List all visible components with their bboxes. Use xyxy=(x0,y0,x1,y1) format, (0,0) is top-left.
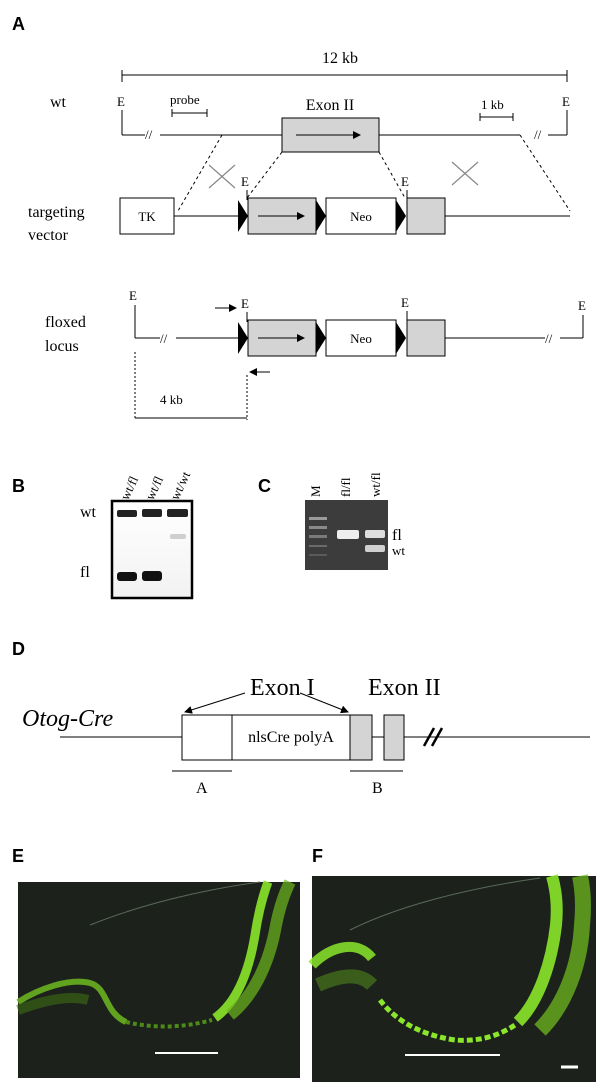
ecori-site: E xyxy=(401,174,409,189)
neo-label: Neo xyxy=(350,331,372,346)
exon-box xyxy=(349,714,373,761)
construct-label: Otog-Cre xyxy=(22,706,113,732)
crossover-x xyxy=(208,161,479,189)
lane-label-3: wt/wt xyxy=(167,469,193,503)
panel-d-label: D xyxy=(12,639,25,659)
ecori-site: E xyxy=(117,94,125,109)
band-fl xyxy=(142,571,162,581)
micrograph-f xyxy=(308,874,596,1082)
scale-12kb: 12 kb xyxy=(121,50,568,82)
panel-f-label: F xyxy=(312,846,323,866)
band-fl xyxy=(337,530,359,539)
band-wt xyxy=(117,510,137,517)
panel-c-label: C xyxy=(258,476,271,496)
exon1-utr-box xyxy=(181,714,233,761)
lane-label-flfl: fl/fl xyxy=(338,477,353,497)
ecori-site: E xyxy=(241,174,249,189)
loxp-site xyxy=(396,322,406,354)
break-mark: // xyxy=(545,331,553,346)
scale-1kb-label: 1 kb xyxy=(481,97,504,112)
probe-b-label: B xyxy=(372,780,383,797)
blot-frame xyxy=(110,499,194,600)
band-faint xyxy=(170,534,186,539)
exon1-label: Exon I xyxy=(250,675,315,701)
southern-blot: wt/fl wt/fl wt/wt wt fl xyxy=(80,469,194,600)
band-fl xyxy=(365,530,385,538)
exon2-box xyxy=(383,714,405,761)
recombination-lines xyxy=(177,134,571,212)
tk-label: TK xyxy=(138,209,156,224)
micrograph-e xyxy=(16,879,300,1078)
loxp-site xyxy=(396,200,406,232)
probe-a-label: A xyxy=(196,780,208,797)
ecori-site: E xyxy=(401,295,409,310)
cassette-label: nlsCre polyA xyxy=(248,729,334,746)
neo-box xyxy=(325,197,397,235)
exon2-label: Exon II xyxy=(306,97,354,114)
ecori-site: E xyxy=(562,94,570,109)
band-wt xyxy=(365,545,385,552)
band-label-wt: wt xyxy=(392,543,405,558)
wt-row-label: wt xyxy=(50,94,67,111)
panel-e-label: E xyxy=(12,846,24,866)
lane-label-2: wt/fl xyxy=(142,473,166,502)
scale-4kb-label: 4 kb xyxy=(160,392,183,407)
loxp-site xyxy=(316,200,326,232)
lane-label-1: wt/fl xyxy=(117,473,141,502)
targeting-vector: TK E Neo E xyxy=(119,174,570,235)
locus-label: locus xyxy=(45,338,79,355)
ecori-site: E xyxy=(129,288,137,303)
exon-box-3prime xyxy=(406,197,446,235)
probe-label: probe xyxy=(170,92,200,107)
pcr-gel: M fl/fl wt/fl fl wt xyxy=(305,472,405,570)
band-wt xyxy=(167,509,188,517)
vector-label: vector xyxy=(28,227,69,244)
loxp-site xyxy=(238,200,248,232)
neo-box xyxy=(325,319,397,357)
panel-a-label: A xyxy=(12,14,25,34)
neo-label: Neo xyxy=(350,209,372,224)
exon2-label: Exon II xyxy=(368,675,441,701)
band-label-wt: wt xyxy=(80,504,97,521)
band-label-fl: fl xyxy=(80,564,90,581)
ecori-site: E xyxy=(241,296,249,311)
otog-cre-construct: Otog-Cre nlsCre polyA Exon I Exon II A B xyxy=(22,675,590,797)
panel-b-label: B xyxy=(12,476,25,496)
floxed-label: floxed xyxy=(45,314,86,331)
nlscre-box xyxy=(231,714,351,761)
band-wt xyxy=(142,509,162,517)
band-fl xyxy=(117,572,137,581)
wt-allele: E // Exon II // E probe 1 kb xyxy=(117,92,570,153)
lane-label-wtfl: wt/fl xyxy=(368,472,383,497)
lane-label-m: M xyxy=(308,485,323,497)
ecori-site: E xyxy=(578,298,586,313)
loxp-site xyxy=(238,322,248,354)
break-mark: // xyxy=(145,127,153,142)
floxed-locus: E // E Neo E // E 4 kb xyxy=(129,288,586,420)
exon-box-3prime xyxy=(406,319,446,357)
break-mark: // xyxy=(160,331,168,346)
targeting-label: targeting xyxy=(28,204,85,221)
scale-12kb-label: 12 kb xyxy=(322,50,358,67)
band-label-fl: fl xyxy=(392,527,402,544)
loxp-site xyxy=(316,322,326,354)
break-mark: // xyxy=(534,127,542,142)
